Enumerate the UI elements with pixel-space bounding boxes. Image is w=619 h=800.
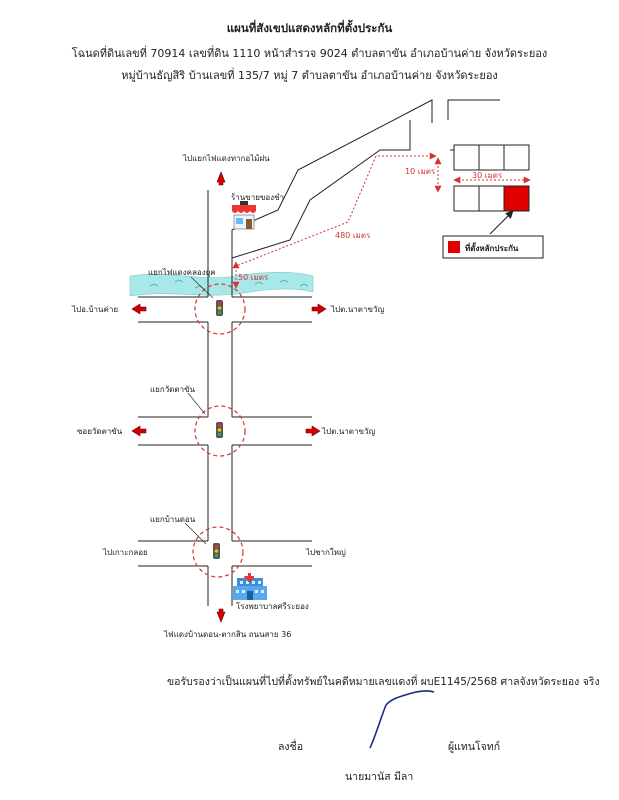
label-distance-10: 10 เมตร (405, 167, 436, 176)
label-hospital: โรงพยาบาลศรีระยอง (236, 601, 309, 611)
label-distance-30: 30 เมตร (472, 171, 503, 180)
label-distance-50: 50 เมตร (238, 273, 269, 282)
label-junction1-right: ไปต.นาตาขวัญ (330, 305, 384, 314)
label-junction3-right: ไปชากใหญ่ (305, 548, 346, 557)
direction-arrows (131, 171, 327, 623)
label-shop: ร้านขายของชำ (231, 193, 284, 202)
label-south-road: ไฟแดงบ้านดอน-ตากสิน ถนนสาย 36 (163, 630, 291, 639)
signature (369, 690, 435, 749)
legend-swatch (448, 241, 460, 253)
junction3-roads (138, 540, 312, 567)
label-junction2-left: ซอยวัดตาขัน (77, 427, 123, 436)
arrow-north (216, 171, 226, 186)
arrow-east-1 (311, 303, 327, 315)
house-plots-top (453, 144, 530, 171)
label-north-road: ไปแยกไฟแดงทากอไม้ฝน (182, 154, 270, 163)
collateral-plot (503, 185, 530, 212)
map-title: แผนที่สังเขปแสดงหลักที่ตั้งประกัน (226, 21, 393, 35)
arrow-west-1 (131, 303, 147, 315)
deed-info: โฉนดที่ดินเลขที่ 70914 เลขที่ดิน 1110 หน… (71, 47, 548, 60)
junction2-roads (138, 416, 312, 446)
label-junction2-right: ไปต.นาตาขวัญ (321, 427, 375, 436)
junction-circles (192, 283, 246, 578)
hospital-icon (233, 573, 267, 600)
label-junction1: แยกไฟแดงคลองยุค (148, 268, 216, 277)
signer-name: นายมานัส มีลา (345, 771, 414, 783)
river (129, 271, 314, 297)
shop-icon (232, 201, 256, 230)
label-junction2: แยกวัดตาขัน (150, 385, 196, 394)
label-legend: ที่ตั้งหลักประกัน (465, 242, 519, 253)
traffic-light-1 (216, 300, 223, 316)
arrow-west-2 (131, 425, 147, 437)
arrow-east-2 (305, 425, 321, 437)
legend (442, 210, 544, 259)
main-road (207, 190, 233, 606)
traffic-light-2 (216, 422, 223, 438)
traffic-light-3 (213, 543, 220, 559)
branch-road (231, 99, 500, 259)
arrow-south (216, 608, 226, 623)
signer-role: ผู้แทนโจทก์ (448, 741, 501, 753)
address-info: หมู่บ้านธัญสิริ บ้านเลขที่ 135/7 หมู่ 7 … (121, 69, 498, 82)
sign-label: ลงชื่อ (278, 741, 303, 753)
label-junction3: แยกบ้านดอน (150, 515, 196, 524)
certification-text: ขอรับรองว่าเป็นแผนที่ไปที่ตั้งทรัพย์ในคด… (167, 676, 600, 688)
junction1-roads (138, 296, 312, 323)
label-distance-480: 480 เมตร (335, 231, 371, 240)
label-junction1-left: ไปอ.บ้านค่าย (71, 305, 118, 314)
label-junction3-left: ไปเกาะกลอย (102, 548, 148, 557)
house-plots-bottom (453, 185, 530, 212)
